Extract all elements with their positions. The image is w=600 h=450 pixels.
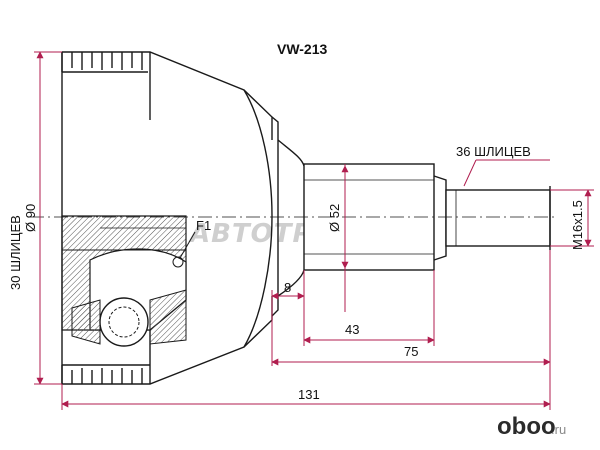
f1-label: F1 (196, 218, 211, 233)
stub-diameter-label: Ø 52 (327, 204, 342, 232)
logo-text: oboo (497, 413, 556, 440)
site-logo[interactable]: oboo .ru (497, 413, 566, 440)
logo-suffix: .ru (551, 422, 566, 437)
ball-bearing (99, 297, 149, 347)
part-code: VW-213 (277, 41, 328, 57)
inner-splines-label: 30 ШЛИЦЕВ (8, 215, 23, 290)
dim-75: 75 (404, 344, 418, 359)
dimension-lines (34, 51, 594, 410)
thread-label: M16x1.5 (570, 200, 585, 250)
dim-43: 43 (345, 322, 359, 337)
f1-leader (179, 231, 196, 259)
outer-splines-label: 36 ШЛИЦЕВ (456, 144, 531, 159)
outer-diameter-label: Ø 90 (23, 204, 38, 232)
dim-131: 131 (298, 387, 320, 402)
joint-cross-section (61, 215, 187, 347)
dim-8: 8 (284, 280, 291, 295)
